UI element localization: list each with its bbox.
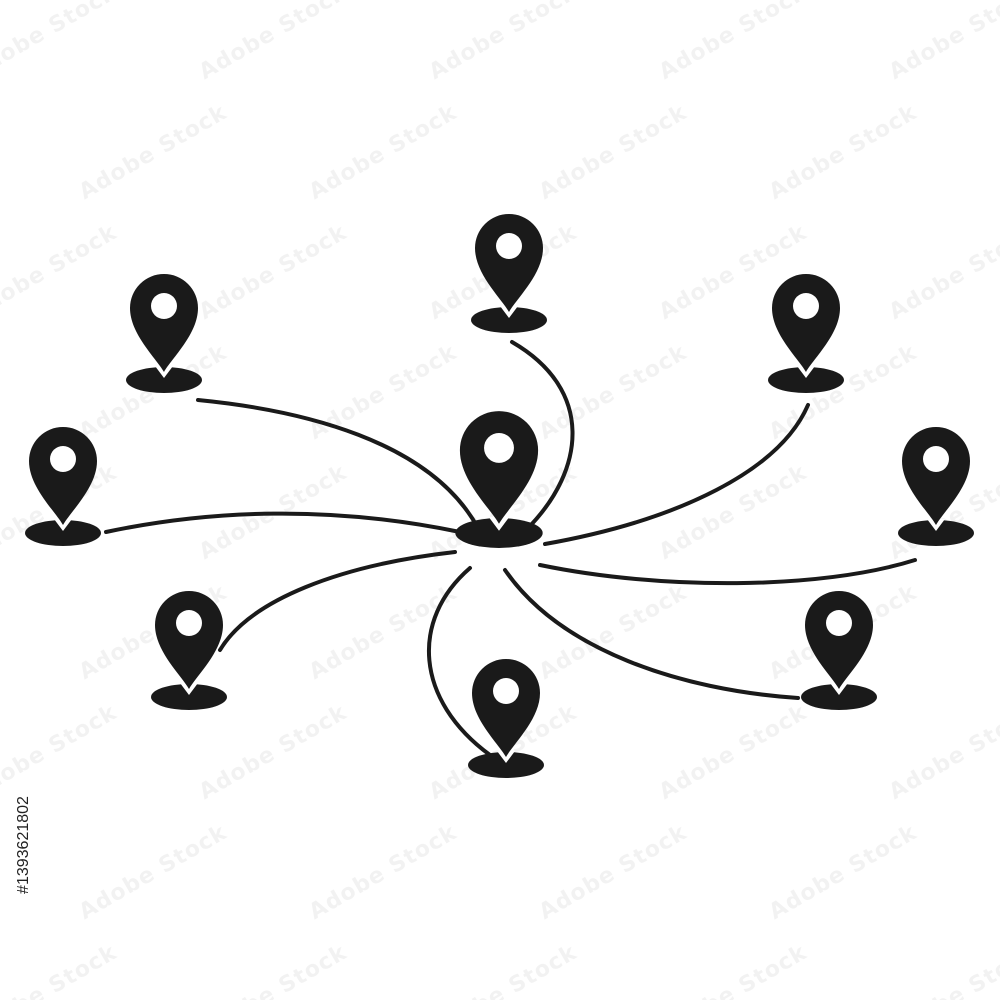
pin-base-shadow [898, 520, 974, 546]
pin-upper-right-icon [768, 274, 844, 393]
pin-marker-body [459, 411, 539, 524]
pin-marker-hole [151, 293, 177, 319]
map-pins [25, 214, 974, 778]
pin-marker-body [902, 427, 970, 525]
stock-id-label: #1393621802 [4, 760, 44, 930]
pin-base-shadow [25, 520, 101, 546]
pin-base-shadow [801, 684, 877, 710]
pin-lower-right-icon [801, 591, 877, 710]
route-line-pin-top [510, 340, 575, 530]
pin-marker-hole [826, 610, 852, 636]
pin-notch [488, 516, 510, 531]
route-line-pin-upper-right [543, 403, 810, 546]
pin-right-icon [898, 427, 974, 546]
pin-marker-hole [923, 446, 949, 472]
pin-marker-hole [484, 432, 514, 463]
route-line-pin-lower-left [218, 550, 457, 652]
pin-marker-hole [50, 446, 76, 472]
route-line-pin-lower-right [503, 568, 800, 700]
pin-base-shadow [126, 367, 202, 393]
pin-upper-left-icon [126, 274, 202, 393]
pin-marker-body [155, 591, 223, 689]
pin-marker-hole [493, 678, 519, 704]
pin-marker-body [472, 659, 540, 757]
pin-marker-body [29, 427, 97, 525]
pin-marker-hole [176, 610, 202, 636]
pin-marker-hole [793, 293, 819, 319]
pin-top-icon [471, 214, 547, 333]
central-pin-icon [455, 411, 543, 548]
route-lines [104, 340, 917, 757]
route-line-pin-upper-left [196, 398, 480, 530]
pin-marker-body [772, 274, 840, 372]
pin-left-icon [25, 427, 101, 546]
pin-lower-left-icon [151, 591, 227, 710]
pin-base-shadow [471, 307, 547, 333]
route-line-pin-left [104, 511, 462, 534]
pin-marker-hole [496, 233, 522, 259]
pin-bottom-icon [468, 659, 544, 778]
pin-marker-body [805, 591, 873, 689]
pin-marker-body [130, 274, 198, 372]
pin-base-shadow [455, 518, 543, 548]
pin-base-shadow [468, 752, 544, 778]
pin-base-shadow [151, 684, 227, 710]
route-line-pin-bottom [426, 566, 492, 757]
stock-id-text: #1393621802 [15, 796, 32, 894]
pin-marker-body [475, 214, 543, 312]
pin-base-shadow [768, 367, 844, 393]
route-line-pin-right [538, 558, 917, 586]
